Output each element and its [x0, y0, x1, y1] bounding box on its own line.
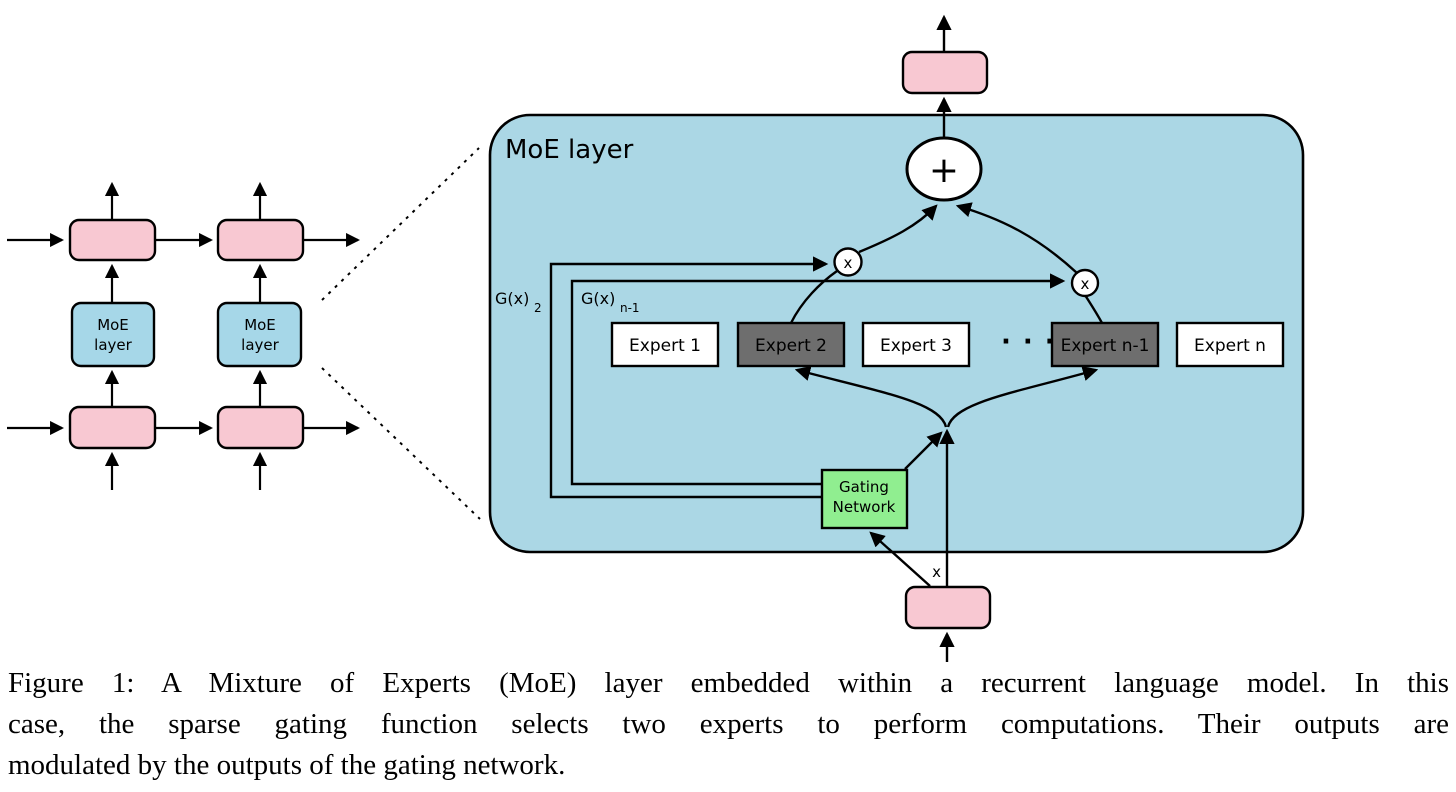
expert-2-label: Expert 2 [755, 336, 827, 356]
gating-network-box [820, 468, 909, 530]
input-to-expert-n1 [946, 366, 1099, 428]
gate-wire-gxn1 [570, 273, 1066, 486]
gate-weight-2-subscript: 2 [534, 301, 542, 315]
add-node-symbol: + [929, 150, 959, 191]
moe-box-left-label-line1: MoE [97, 316, 129, 334]
expert-3-box [861, 321, 971, 368]
gate-wire-gx2 [549, 256, 829, 499]
moe-layer-detail: MoE layer G(x) 2 G(x) n-1 Expert 1 Exper… [488, 113, 1305, 587]
multiply-node-2-symbol: x [1081, 275, 1090, 293]
gating-network-label-line1: Gating [839, 478, 889, 496]
caption-line-1: Figure 1: A Mixture of Experts (MoE) lay… [8, 667, 1449, 699]
rnn-cell-bottom-right [216, 405, 305, 450]
mul2-to-add [955, 202, 1078, 274]
multiply-node-1 [833, 247, 863, 277]
gate-weight-2-label: G(x) [495, 289, 529, 308]
gating-to-junction-line [904, 431, 943, 470]
gate-weight-n1-label: G(x) [581, 289, 615, 308]
rnn-cell-bottom-left [68, 405, 157, 450]
moe-box-left-label-line2: layer [94, 336, 132, 354]
moe-diagram-canvas: MoE layer MoE layer MoE layer G(x) 2 G(x… [7, 14, 1305, 662]
rnn-cell-top-right [216, 218, 305, 262]
moe-box-right-label-line2: layer [241, 336, 279, 354]
expert-n-box [1175, 321, 1285, 368]
zoom-callout-line-top [321, 147, 480, 301]
expert-1-box [610, 321, 720, 368]
expert2-to-mul [789, 270, 838, 324]
input-cell-box [904, 585, 992, 630]
zoom-callout-line-bottom [321, 367, 481, 520]
figure-caption: Figure 1: A Mixture of Experts (MoE) lay… [8, 663, 1449, 786]
gate-weight-n1-subscript: n-1 [620, 301, 640, 315]
multiply-node-1-symbol: x [844, 254, 853, 272]
expert-3-label: Expert 3 [880, 336, 952, 356]
rnn-cell-top-left [68, 218, 157, 262]
expert-1-label: Expert 1 [629, 336, 701, 356]
multiply-node-2 [1070, 268, 1100, 298]
moe-layer-box-right [216, 301, 303, 368]
expert-n-label: Expert n [1194, 336, 1266, 356]
moe-layer-box-left [70, 301, 156, 368]
caption-line-3: modulated by the outputs of the gating n… [8, 749, 566, 781]
input-to-gating-line [869, 531, 931, 587]
input-x-label: x [932, 563, 941, 581]
expert-ellipsis: ··· [1001, 327, 1067, 357]
recurrent-model-diagram: MoE layer MoE layer [7, 181, 361, 490]
gating-network-label-line2: Network [833, 498, 896, 516]
input-to-expert-2 [794, 365, 948, 428]
expert-n1-box [1050, 321, 1160, 368]
moe-box-right-label-line1: MoE [244, 316, 276, 334]
expert-2-box [736, 321, 846, 368]
moe-layer-title: MoE layer [505, 135, 634, 165]
output-cell-box [901, 50, 989, 95]
mul1-to-add [858, 204, 938, 254]
caption-line-2: case, the sparse gating function selects… [8, 708, 1449, 740]
expert-n1-label: Expert n-1 [1061, 336, 1150, 356]
